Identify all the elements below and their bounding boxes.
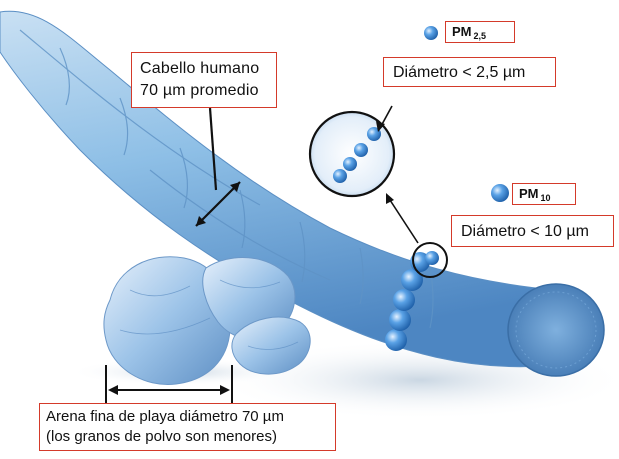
- pm10-particle-chain: [385, 251, 439, 351]
- pm25-particle-chain: [333, 127, 381, 183]
- pm25-diameter-text: Diámetro < 2,5 µm: [393, 64, 526, 81]
- pm25-pointer-head: [376, 121, 385, 132]
- pm25-diameter-label: Diámetro < 2,5 µm: [383, 57, 556, 87]
- pm10-diameter-label: Diámetro < 10 µm: [451, 215, 614, 247]
- pm10-legend-ball-icon: [491, 184, 509, 202]
- human-hair-label-line1: Cabello humano: [140, 60, 260, 77]
- sand-label-line1: Arena fina de playa diámetro 70 µm: [46, 408, 284, 425]
- pm10-zoom-circle: [412, 242, 448, 278]
- zoom-arrow-head: [386, 193, 394, 204]
- hair-arrow-head-bottom: [196, 216, 206, 226]
- hair-arrow-head-top: [230, 182, 240, 192]
- hair-cuticle-lines: [19, 29, 434, 329]
- zoom-arrow: [387, 196, 419, 244]
- pm10-label-subscript: 10: [540, 193, 551, 203]
- hair-thickness-arrow: [195, 181, 241, 227]
- sand-arrow-head-right: [220, 385, 230, 395]
- pm10-label-main: PM: [519, 186, 539, 201]
- pm25-legend-ball-icon: [424, 26, 438, 40]
- pm25-label-subscript: 2,5: [473, 31, 487, 41]
- hair-cross-section-texture: [515, 291, 597, 369]
- pm10-diameter-text: Diámetro < 10 µm: [461, 223, 589, 240]
- sand-label-line2: (los granos de polvo son menores): [46, 428, 277, 445]
- human-hair-label: Cabello humano 70 µm promedio: [131, 52, 277, 108]
- sand-label: Arena fina de playa diámetro 70 µm (los …: [39, 403, 336, 451]
- sand-grains: [70, 256, 311, 386]
- sand-arrow-head-left: [108, 385, 118, 395]
- hair-pointer-line: [208, 107, 218, 191]
- human-hair-label-line2: 70 µm promedio: [140, 82, 259, 99]
- pm25-label-main: PM: [452, 24, 472, 39]
- hair-cross-section: [507, 283, 605, 377]
